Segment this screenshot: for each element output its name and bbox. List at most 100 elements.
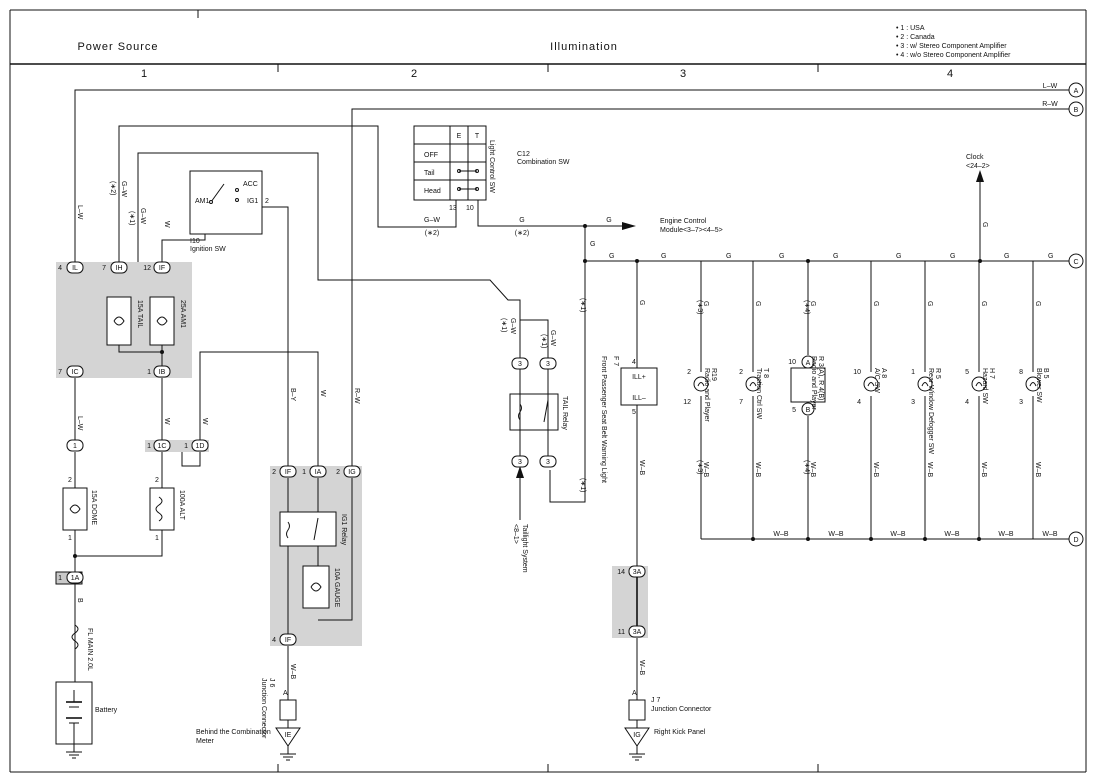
pin-number: 4 bbox=[632, 359, 636, 366]
component-id: A 8 bbox=[880, 368, 887, 378]
relay-contact-icon bbox=[543, 399, 549, 423]
fuse-label: 25A AM1 bbox=[179, 300, 186, 328]
edge-ref-b-label: B bbox=[1074, 107, 1079, 114]
pin-number: A bbox=[632, 690, 637, 697]
note-line: • 4 : w/o Stereo Component Amplifier bbox=[896, 52, 1011, 59]
switch-column-e: E bbox=[457, 133, 462, 140]
pin-number: 12 bbox=[683, 399, 691, 406]
wire-color: W–B bbox=[809, 462, 816, 478]
bulb-filament-icon bbox=[921, 382, 929, 387]
wire-color: G bbox=[638, 300, 645, 305]
wire-color: B bbox=[76, 598, 83, 603]
wire-color: W–B bbox=[1042, 531, 1058, 538]
wire-note: (∗2) bbox=[425, 230, 439, 237]
wire-color: G bbox=[926, 301, 933, 306]
pin-number: 1 bbox=[68, 535, 72, 542]
wire-note: (∗1) bbox=[128, 211, 135, 225]
clock-label: Clock bbox=[966, 154, 984, 161]
ground-label: IE bbox=[285, 732, 292, 739]
pin-number: 4 bbox=[272, 637, 276, 644]
connector-label: 1 bbox=[73, 443, 77, 450]
pin-number: 1 bbox=[147, 369, 151, 376]
switch-position: Tail bbox=[424, 170, 435, 177]
wires bbox=[74, 89, 1069, 728]
switch-column-t: T bbox=[475, 133, 480, 140]
bulb-icon bbox=[1025, 376, 1041, 392]
component-name: Blower SW bbox=[1035, 368, 1042, 403]
wire-color: W bbox=[319, 390, 326, 397]
connector-label: 3 bbox=[518, 361, 522, 368]
connector-a bbox=[801, 355, 815, 369]
note-line: • 1 : USA bbox=[896, 25, 925, 32]
wire-color: G bbox=[950, 253, 955, 260]
pin-number: 11 bbox=[618, 629, 625, 636]
pin-number: 2 bbox=[336, 469, 340, 476]
relay-box bbox=[279, 511, 337, 547]
component-name: Rear Window Defogger SW bbox=[927, 368, 934, 454]
pin-number: 4 bbox=[965, 399, 969, 406]
f7-seat-belt-light: ILL+ ILL– 4 5 F 7 Front Passenger Seat B… bbox=[600, 300, 658, 483]
splice-points bbox=[73, 224, 982, 558]
wire-note: (∗4) bbox=[803, 460, 810, 474]
fl-main: FL MAIN 2.0L bbox=[71, 624, 93, 671]
wire-note: (∗1) bbox=[500, 318, 507, 332]
note-line: • 2 : Canada bbox=[896, 34, 935, 41]
switch-position: Head bbox=[424, 188, 441, 195]
relay-box bbox=[509, 393, 559, 431]
tail-relay: 3 3 TAIL Relay 3 3 G–W (∗1) G–W (∗1) Tai… bbox=[500, 318, 568, 573]
pin-number: 2 bbox=[739, 369, 743, 376]
pin-number: 4 bbox=[857, 399, 861, 406]
wire-color: B–Y bbox=[289, 388, 296, 402]
wire-color: G bbox=[606, 217, 611, 224]
wire-color: G bbox=[980, 301, 987, 306]
junction-connector-box bbox=[279, 699, 297, 721]
combination-switch: E T OFF Tail Head Light Control SW C12 C… bbox=[413, 125, 723, 237]
pin-number: 3 bbox=[911, 399, 915, 406]
splice-dot bbox=[751, 537, 755, 541]
splice-dot bbox=[806, 537, 810, 541]
component-id: F 7 bbox=[612, 356, 619, 366]
connector-ic bbox=[66, 365, 84, 378]
wire-color: G bbox=[896, 253, 901, 260]
wire-note: (∗3) bbox=[696, 460, 703, 474]
pin-number: 2 bbox=[155, 477, 159, 484]
pin-number: 12 bbox=[143, 265, 151, 272]
wire-color: L–W bbox=[76, 205, 83, 220]
component-name: Traction Ctrl SW bbox=[755, 368, 762, 419]
wire-color: G bbox=[1004, 253, 1009, 260]
pin-number: 4 bbox=[58, 265, 62, 272]
fuse-element-icon bbox=[113, 316, 125, 326]
column-number: 2 bbox=[411, 68, 417, 80]
wire-color: W–B bbox=[980, 462, 987, 478]
splice-dot bbox=[160, 350, 164, 354]
wire-note: (∗1) bbox=[579, 478, 586, 492]
component-id: J 6 bbox=[268, 678, 275, 687]
pin-number: 14 bbox=[617, 569, 625, 576]
pin-number: 3 bbox=[1019, 399, 1023, 406]
connector-label: IA bbox=[315, 469, 322, 476]
wire-note: (∗2) bbox=[515, 230, 529, 237]
pin-number: 2 bbox=[68, 477, 72, 484]
fuse-am1: 25A AM1 bbox=[149, 296, 186, 346]
connector-label: IF bbox=[159, 265, 165, 272]
wire-color: W–B bbox=[754, 462, 761, 478]
fuse-icon bbox=[149, 487, 175, 531]
pin-number: 5 bbox=[792, 407, 796, 414]
junction-connector-box bbox=[628, 699, 646, 721]
pin-number: 5 bbox=[965, 369, 969, 376]
wire-color: W–B bbox=[890, 531, 906, 538]
splice-dot bbox=[583, 224, 587, 228]
wire-color: G bbox=[590, 241, 595, 248]
splice-dot bbox=[806, 259, 810, 263]
component-id: H 7 bbox=[988, 368, 995, 379]
ground-point-icon bbox=[275, 727, 301, 747]
bulb-filament-icon bbox=[1029, 382, 1037, 387]
wb-bus-labels: W–B W–B W–B W–B W–B W–B bbox=[773, 531, 1058, 538]
fusible-link-icon bbox=[155, 496, 163, 522]
wire-color: G bbox=[833, 253, 838, 260]
bulb-filament-icon bbox=[867, 382, 875, 387]
connector-if bbox=[279, 465, 297, 478]
relay-coil-icon bbox=[286, 521, 290, 539]
bulb-icon bbox=[917, 376, 933, 392]
pin-number: 1 bbox=[911, 369, 915, 376]
